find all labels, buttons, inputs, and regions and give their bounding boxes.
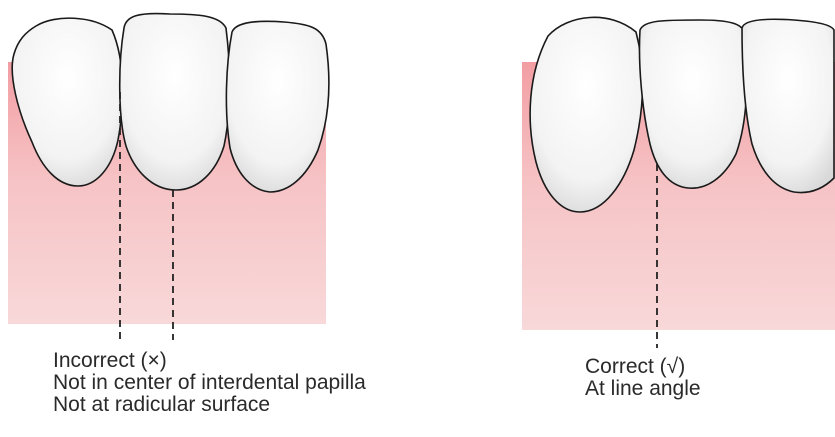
tooth-left-2 — [120, 14, 230, 190]
correct-caption-title: Correct (√) — [585, 356, 701, 378]
incorrect-caption-line-3: Not at radicular surface — [53, 394, 366, 416]
incorrect-diagram — [8, 14, 329, 340]
correct-caption: Correct (√) At line angle — [585, 356, 701, 400]
correct-caption-line-2: At line angle — [585, 378, 701, 400]
correct-diagram — [522, 17, 835, 348]
incorrect-caption-line-2: Not in center of interdental papilla — [53, 372, 366, 394]
incorrect-caption: Incorrect (×) Not in center of interdent… — [53, 350, 366, 416]
incorrect-caption-title: Incorrect (×) — [53, 350, 366, 372]
